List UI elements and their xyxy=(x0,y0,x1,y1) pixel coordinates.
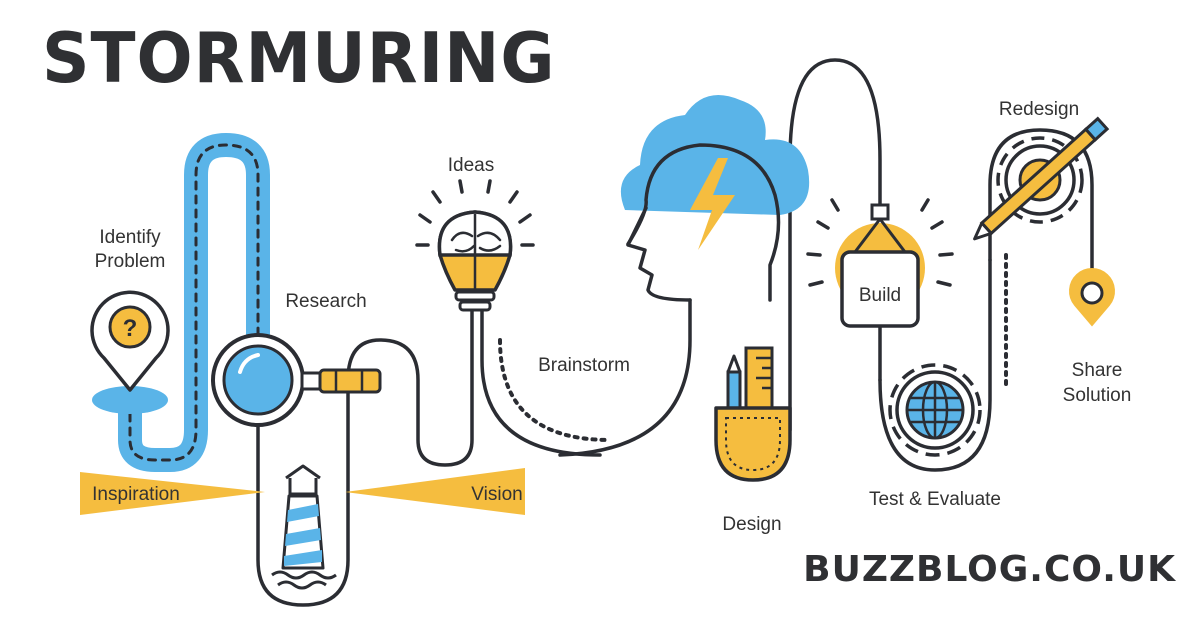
lighthouse-icon xyxy=(271,464,337,590)
label-design: Design xyxy=(722,514,781,535)
site-watermark: BUZZBLOG.CO.UK xyxy=(803,549,1176,590)
stage-labels: Identify Problem Research Ideas Brainsto… xyxy=(92,99,1131,535)
label-share-line2: Solution xyxy=(1063,385,1132,406)
redesign-gear-pencil-icon xyxy=(973,116,1110,241)
identify-problem-pin-icon: ? xyxy=(90,290,170,414)
label-brainstorm: Brainstorm xyxy=(538,355,630,376)
label-identify-line2: Problem xyxy=(95,251,166,272)
label-ideas: Ideas xyxy=(448,155,494,176)
svg-text:?: ? xyxy=(123,315,138,342)
research-magnifier-icon xyxy=(211,333,382,427)
build-crane-icon xyxy=(806,198,954,328)
design-tools-icon xyxy=(714,346,792,482)
label-inspiration: Inspiration xyxy=(92,484,180,505)
label-test-evaluate: Test & Evaluate xyxy=(869,489,1001,510)
label-research: Research xyxy=(285,291,366,312)
headline-title: STORMURING xyxy=(42,18,556,99)
test-gear-globe-icon xyxy=(888,363,982,457)
label-build: Build xyxy=(859,285,901,306)
label-share-line1: Share xyxy=(1072,360,1123,381)
label-vision: Vision xyxy=(471,484,522,505)
light-beams xyxy=(80,468,525,515)
label-redesign: Redesign xyxy=(999,99,1079,120)
process-path xyxy=(118,58,1094,607)
share-solution-pin-icon xyxy=(1069,268,1115,327)
brainstorm-cloud-icon xyxy=(620,95,810,302)
ideas-bulb-icon xyxy=(415,179,535,312)
label-identify-line1: Identify xyxy=(99,227,161,248)
